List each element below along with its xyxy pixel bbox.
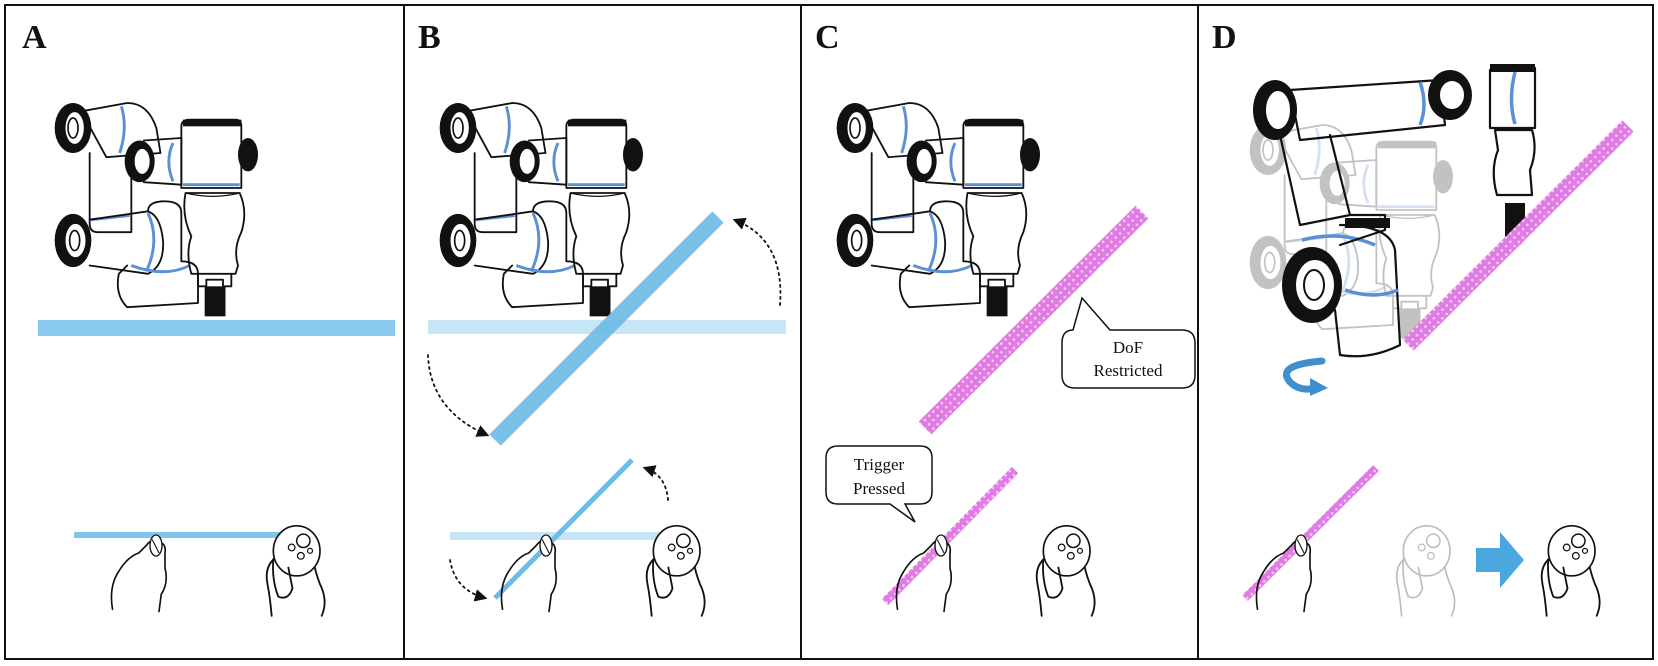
rotate-arrow-top xyxy=(732,217,782,306)
panel-a xyxy=(38,101,395,617)
dof-callout-line1: DoF xyxy=(1113,338,1143,357)
panel-b xyxy=(427,101,786,617)
rotate-arrow-icon xyxy=(1282,357,1326,393)
dof-restricted-callout: DoF Restricted xyxy=(1061,296,1196,389)
robot-arm-moved-icon xyxy=(1253,64,1537,358)
panel-c-label: C xyxy=(815,19,840,56)
workspace-plane-rotated xyxy=(489,211,724,446)
panel-d-label: D xyxy=(1212,19,1237,56)
panel-d xyxy=(1242,64,1634,617)
controller-plane xyxy=(74,532,294,538)
workspace-plane xyxy=(38,320,395,336)
right-arrow-icon xyxy=(1476,532,1524,588)
small-rotate-arrow-bottom xyxy=(449,559,488,602)
panel-c: DoF Restricted Trigger Pressed xyxy=(825,101,1196,617)
trigger-pressed-callout: Trigger Pressed xyxy=(825,445,933,523)
controller-plane-rotated xyxy=(493,458,634,600)
restricted-plane xyxy=(918,205,1149,435)
small-rotate-arrow-top xyxy=(642,465,669,501)
rotate-arrowhead xyxy=(1310,378,1328,396)
trigger-callout-line1: Trigger xyxy=(854,455,905,474)
restricted-controller-plane xyxy=(881,466,1019,606)
restricted-controller-plane xyxy=(1242,465,1379,601)
rotate-arrow-bottom xyxy=(427,354,490,437)
dof-callout-line2: Restricted xyxy=(1094,361,1163,380)
panel-b-label: B xyxy=(418,19,441,56)
trigger-callout-line2: Pressed xyxy=(853,479,905,498)
restricted-plane xyxy=(1402,120,1634,351)
panel-a-label: A xyxy=(22,19,47,56)
